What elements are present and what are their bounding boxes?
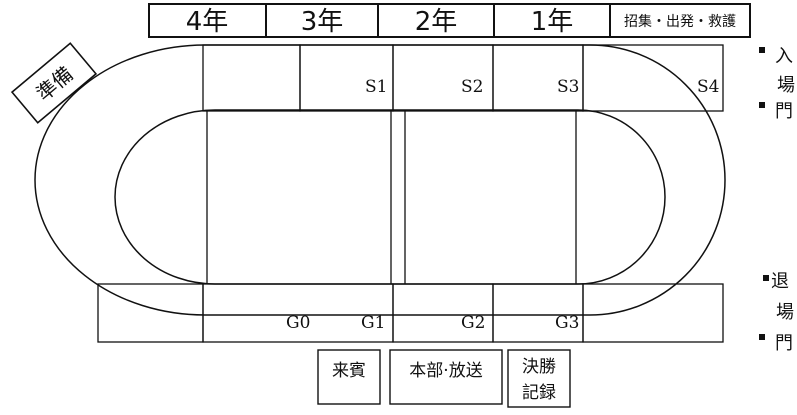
exit-marker-top bbox=[763, 275, 769, 281]
hq-tent-label: 本部·放送 bbox=[409, 361, 482, 381]
exit-marker-bottom bbox=[759, 334, 765, 340]
seat-s4 bbox=[582, 44, 724, 112]
exit-char-2: 場 bbox=[776, 302, 794, 323]
track-inner bbox=[114, 109, 666, 285]
s4-label: S4 bbox=[697, 77, 719, 97]
g2-label: G2 bbox=[461, 313, 485, 333]
s2-label: S2 bbox=[461, 77, 483, 97]
g1-label: G1 bbox=[361, 313, 385, 333]
bottom-seating bbox=[97, 283, 724, 343]
prep-area: 準備 bbox=[10, 42, 98, 124]
entrance-gate: 入 場 門 bbox=[759, 46, 795, 122]
g0-label: G0 bbox=[286, 313, 310, 333]
s3-label: S3 bbox=[557, 77, 579, 97]
prep-box bbox=[10, 42, 98, 124]
grade-header-row: 4年 3年 2年 1年 招集・出発・救護 bbox=[148, 3, 751, 38]
exit-char-1: 退 bbox=[771, 271, 789, 292]
guest-tent-box bbox=[317, 349, 381, 405]
entrance-marker-bottom bbox=[759, 102, 765, 108]
entrance-char-3: 門 bbox=[775, 101, 793, 122]
hq-tent-box bbox=[389, 349, 503, 405]
top-seating bbox=[202, 44, 724, 112]
seat-bottom-right bbox=[582, 283, 724, 343]
seat-bottom-left bbox=[97, 283, 204, 343]
bottom-tents: 来賓 本部·放送 決勝 記録 bbox=[317, 349, 571, 408]
record-tent-label-2: 記録 bbox=[522, 383, 556, 403]
g3-label: G3 bbox=[555, 313, 579, 333]
exit-char-3: 門 bbox=[775, 333, 793, 354]
officials-box bbox=[609, 3, 751, 38]
field-dividers bbox=[206, 111, 577, 284]
entrance-marker-top bbox=[759, 47, 765, 53]
grade-4-label: 4年 bbox=[186, 7, 229, 37]
grade-1-label: 1年 bbox=[531, 7, 574, 37]
exit-gate: 退 場 門 bbox=[759, 271, 794, 354]
entrance-char-1: 入 bbox=[775, 46, 793, 67]
track-outer bbox=[34, 44, 726, 316]
seat-top-4 bbox=[202, 44, 301, 112]
entrance-char-2: 場 bbox=[777, 75, 795, 96]
officials-label: 招集・出発・救護 bbox=[624, 13, 736, 30]
record-tent-label-1: 決勝 bbox=[522, 357, 556, 377]
record-tent-box bbox=[507, 349, 571, 408]
grade-2-label: 2年 bbox=[415, 7, 458, 37]
s1-label: S1 bbox=[365, 77, 387, 97]
seat-labels: S1 S2 S3 S4 G0 G1 G2 G3 bbox=[286, 77, 719, 333]
grade-3-label: 3年 bbox=[301, 7, 344, 37]
guest-tent-label: 来賓 bbox=[332, 361, 366, 381]
